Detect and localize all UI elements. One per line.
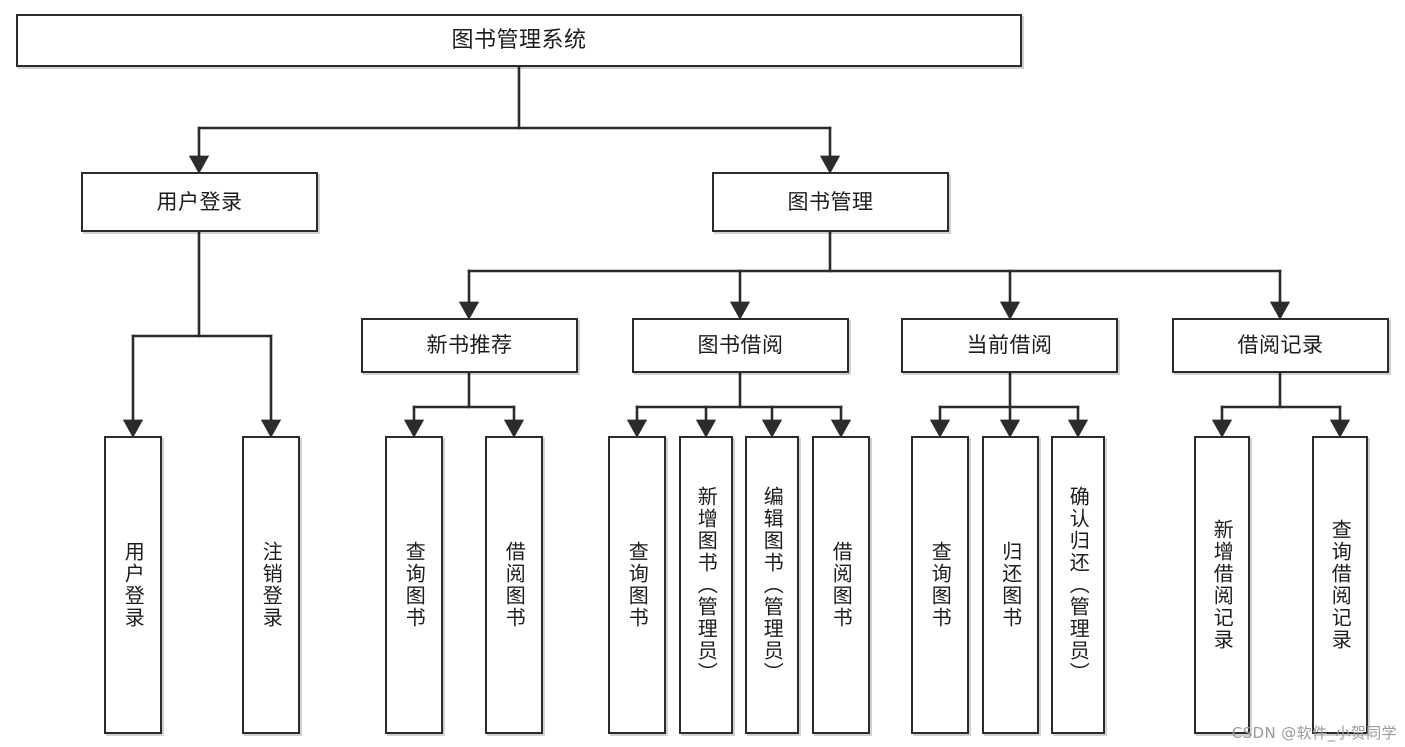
node-label: 查询图书 <box>928 541 953 629</box>
node-label: 新增图书（管理员） <box>694 486 719 684</box>
node-book-borrow[interactable]: 图书借阅 <box>632 318 849 373</box>
node-user-login[interactable]: 用户登录 <box>81 172 318 232</box>
node-label: 当前借阅 <box>966 333 1053 358</box>
leaf-current-return-book[interactable]: 归还图书 <box>982 436 1039 734</box>
node-book-management[interactable]: 图书管理 <box>712 172 949 232</box>
leaf-current-query-book[interactable]: 查询图书 <box>911 436 969 734</box>
node-root-system[interactable]: 图书管理系统 <box>16 14 1022 67</box>
node-label: 图书借阅 <box>697 333 784 358</box>
node-label: 图书管理 <box>787 189 874 214</box>
node-current-borrow[interactable]: 当前借阅 <box>901 318 1118 373</box>
leaf-recommend-borrow-book[interactable]: 借阅图书 <box>485 436 543 734</box>
node-label: 查询借阅记录 <box>1328 519 1353 651</box>
node-label: 用户登录 <box>121 541 146 629</box>
node-label: 新增借阅记录 <box>1210 519 1235 651</box>
node-label: 用户登录 <box>156 189 243 214</box>
leaf-current-confirm-return[interactable]: 确认归还（管理员） <box>1051 436 1105 734</box>
node-label: 新书推荐 <box>426 333 513 358</box>
leaf-borrow-query-book[interactable]: 查询图书 <box>608 436 666 734</box>
leaf-record-add-record[interactable]: 新增借阅记录 <box>1194 436 1250 734</box>
leaf-user-login[interactable]: 用户登录 <box>104 436 162 734</box>
leaf-record-query-record[interactable]: 查询借阅记录 <box>1312 436 1368 734</box>
node-label: 借阅图书 <box>502 541 527 629</box>
leaf-borrow-borrow-book[interactable]: 借阅图书 <box>812 436 870 734</box>
node-new-book-recommend[interactable]: 新书推荐 <box>361 318 578 373</box>
leaf-user-logout[interactable]: 注销登录 <box>242 436 300 734</box>
node-label: 查询图书 <box>402 541 427 629</box>
node-label: 查询图书 <box>625 541 650 629</box>
node-label: 图书管理系统 <box>451 27 587 53</box>
node-label: 编辑图书（管理员） <box>760 486 785 684</box>
leaf-borrow-edit-book[interactable]: 编辑图书（管理员） <box>745 436 799 734</box>
node-label: 归还图书 <box>998 541 1023 629</box>
node-borrow-record[interactable]: 借阅记录 <box>1172 318 1389 373</box>
node-label: 注销登录 <box>259 541 284 629</box>
node-label: 借阅图书 <box>829 541 854 629</box>
leaf-borrow-add-book[interactable]: 新增图书（管理员） <box>679 436 733 734</box>
watermark-text: CSDN @软件_小贺同学 <box>1231 724 1397 742</box>
leaf-recommend-query-book[interactable]: 查询图书 <box>385 436 443 734</box>
node-label: 借阅记录 <box>1237 333 1324 358</box>
node-label: 确认归还（管理员） <box>1066 486 1091 684</box>
